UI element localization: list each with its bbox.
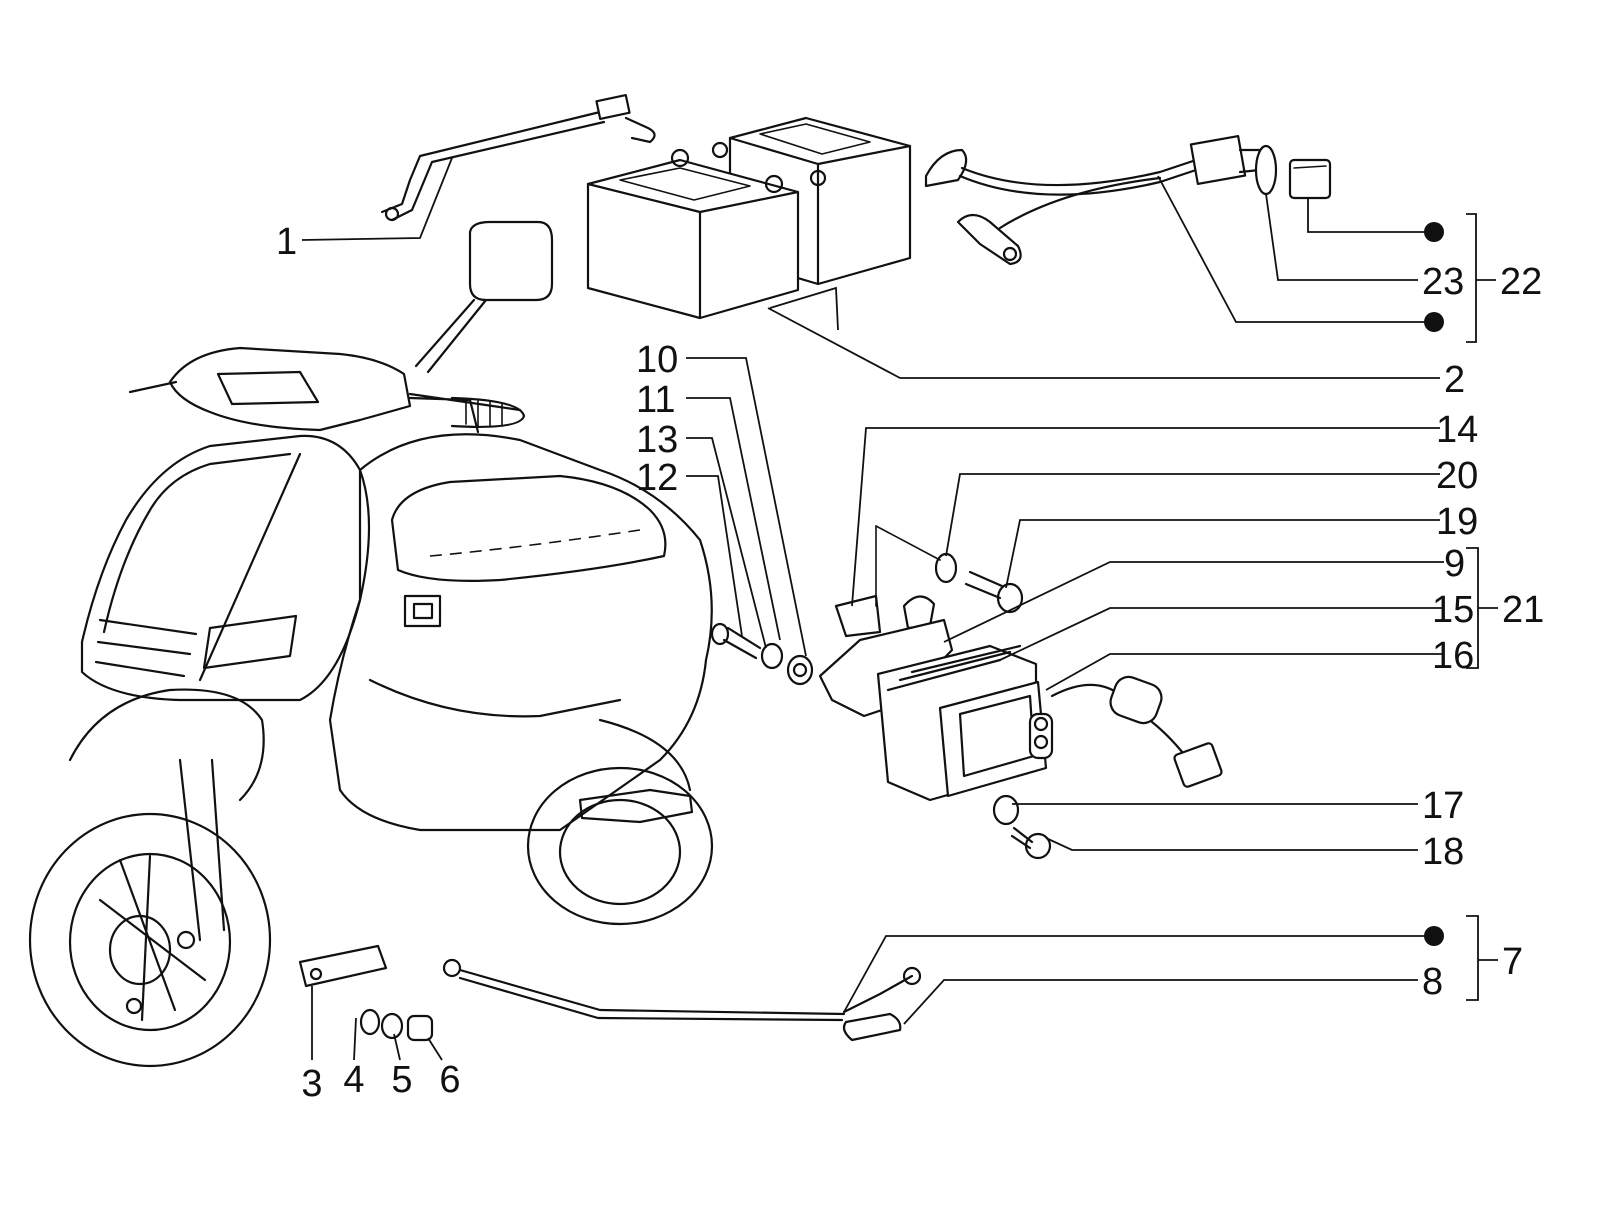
callout-6: 6 [439, 1059, 460, 1101]
leader-lines [301, 157, 1498, 1061]
marker-dot [1424, 222, 1444, 242]
parts-10-13-fasteners [710, 622, 814, 686]
callout-12: 12 [636, 457, 678, 499]
callout-3: 3 [301, 1063, 322, 1105]
parts-7-8-ground-cable [442, 958, 922, 1042]
callout-8: 8 [1422, 961, 1443, 1003]
callout-2: 2 [1444, 359, 1465, 401]
callout-17: 17 [1422, 785, 1464, 827]
callout-19: 19 [1436, 501, 1478, 543]
marker-dot [1424, 312, 1444, 332]
part-1-cable [380, 93, 656, 222]
marker-dot [1424, 926, 1444, 946]
callout-13: 13 [636, 419, 678, 461]
parts-3-6-bracket-nuts [298, 944, 434, 1042]
part-15-voltage-regulator [818, 594, 1223, 802]
callout-14: 14 [1436, 409, 1478, 451]
callout-20: 20 [1436, 455, 1478, 497]
callout-5: 5 [391, 1059, 412, 1101]
callout-9: 9 [1444, 543, 1465, 585]
callout-1: 1 [276, 221, 297, 263]
callout-18: 18 [1422, 831, 1464, 873]
callout-15: 15 [1432, 589, 1474, 631]
scooter-illustration [28, 220, 714, 1068]
callout-4: 4 [343, 1059, 364, 1101]
part-22-wiring-harness [924, 135, 1332, 266]
callout-22: 22 [1500, 261, 1542, 303]
callout-10: 10 [636, 339, 678, 381]
parts-17-20-fasteners [934, 552, 1052, 860]
callout-16: 16 [1432, 635, 1474, 677]
callout-23: 23 [1422, 261, 1464, 303]
callout-7: 7 [1502, 941, 1523, 983]
callout-11: 11 [636, 379, 675, 421]
part-2-batteries [586, 116, 912, 320]
callout-21: 21 [1502, 589, 1544, 631]
